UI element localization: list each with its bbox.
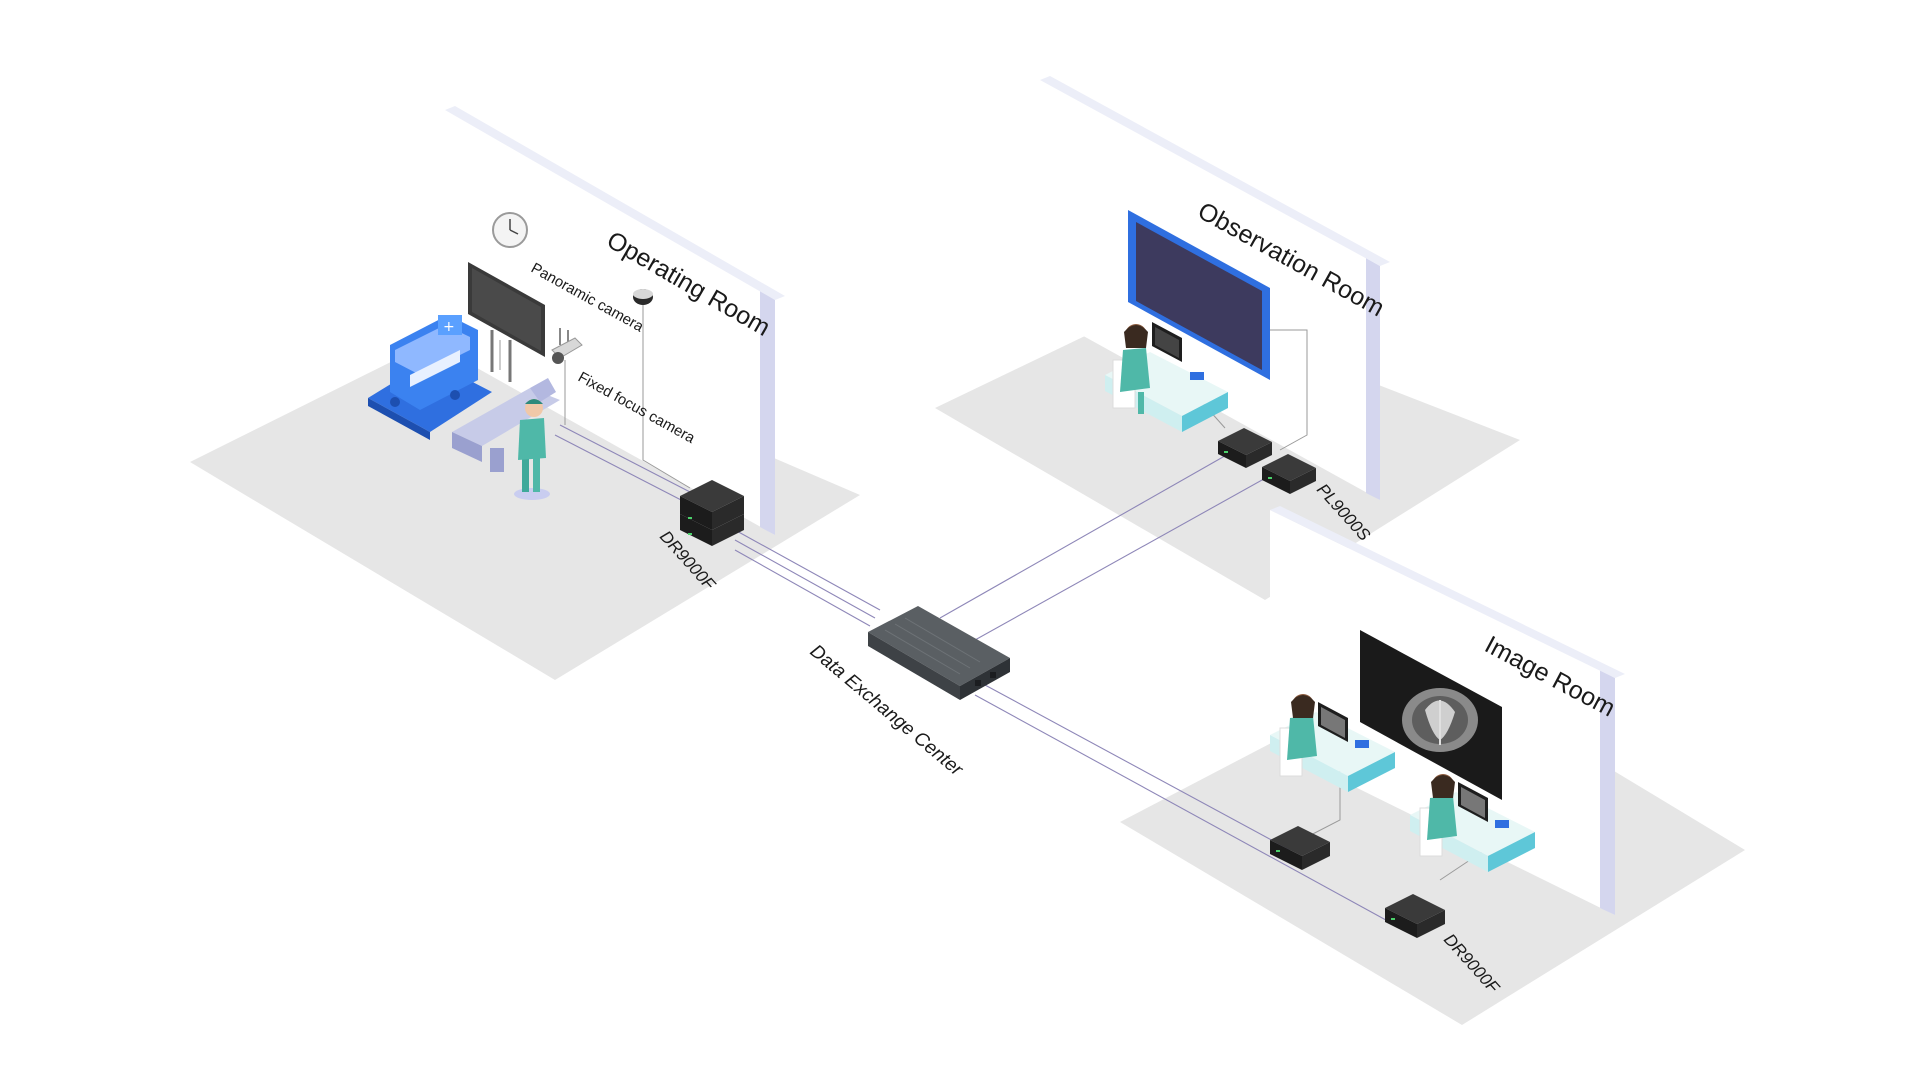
image-room-wall-edge xyxy=(1600,670,1615,915)
or-wall-monitor xyxy=(468,262,545,382)
observation-player-device-2 xyxy=(1262,454,1316,494)
operating-recorder-device xyxy=(680,480,744,546)
surgeon-figure xyxy=(514,399,550,500)
fixed-focus-camera-icon xyxy=(551,328,583,364)
image-room-scan-display xyxy=(1360,630,1502,800)
observation-room-wall-top xyxy=(1040,76,1390,266)
image-room-workstation-2 xyxy=(1410,774,1535,872)
observation-desk-monitor xyxy=(1152,322,1182,362)
operating-room-wall-top xyxy=(445,106,785,300)
panoramic-camera-icon xyxy=(633,289,653,305)
cable-obs-screen xyxy=(1270,329,1308,451)
data-exchange-switch xyxy=(868,606,1010,700)
image-room-workstation-1 xyxy=(1270,694,1395,792)
cable-switch-to-img-1 xyxy=(984,684,1291,851)
image-room-device-1 xyxy=(1270,826,1330,870)
operating-room-wall-edge xyxy=(760,290,775,535)
cable-or-recorder-to-switch-1 xyxy=(734,529,881,611)
cable-or-recorder-to-switch-3 xyxy=(734,549,871,627)
cable-switch-to-img-2 xyxy=(974,694,1396,926)
observation-operator xyxy=(1112,324,1150,414)
cable-or-1 xyxy=(559,424,691,493)
clock-icon xyxy=(492,212,528,248)
operating-room-wall xyxy=(445,110,775,535)
medical-cart: + xyxy=(368,315,492,440)
observation-room-wall-edge xyxy=(1366,258,1380,500)
cables xyxy=(499,292,1486,926)
observation-video-wall xyxy=(1128,210,1270,380)
image-room-wall-top xyxy=(1270,506,1625,678)
svg-text:+: + xyxy=(443,319,455,335)
observation-player-device-1 xyxy=(1218,428,1272,468)
image-recorder-device xyxy=(1385,894,1445,938)
cable-panoramic-to-recorder xyxy=(642,292,691,489)
cable-switch-to-obs-2 xyxy=(974,469,1281,641)
cable-or-recorder-to-switch-2 xyxy=(734,539,876,619)
cable-switch-to-obs-1 xyxy=(939,452,1231,619)
operating-room-floor xyxy=(190,325,860,680)
cable-or-2 xyxy=(554,434,686,503)
